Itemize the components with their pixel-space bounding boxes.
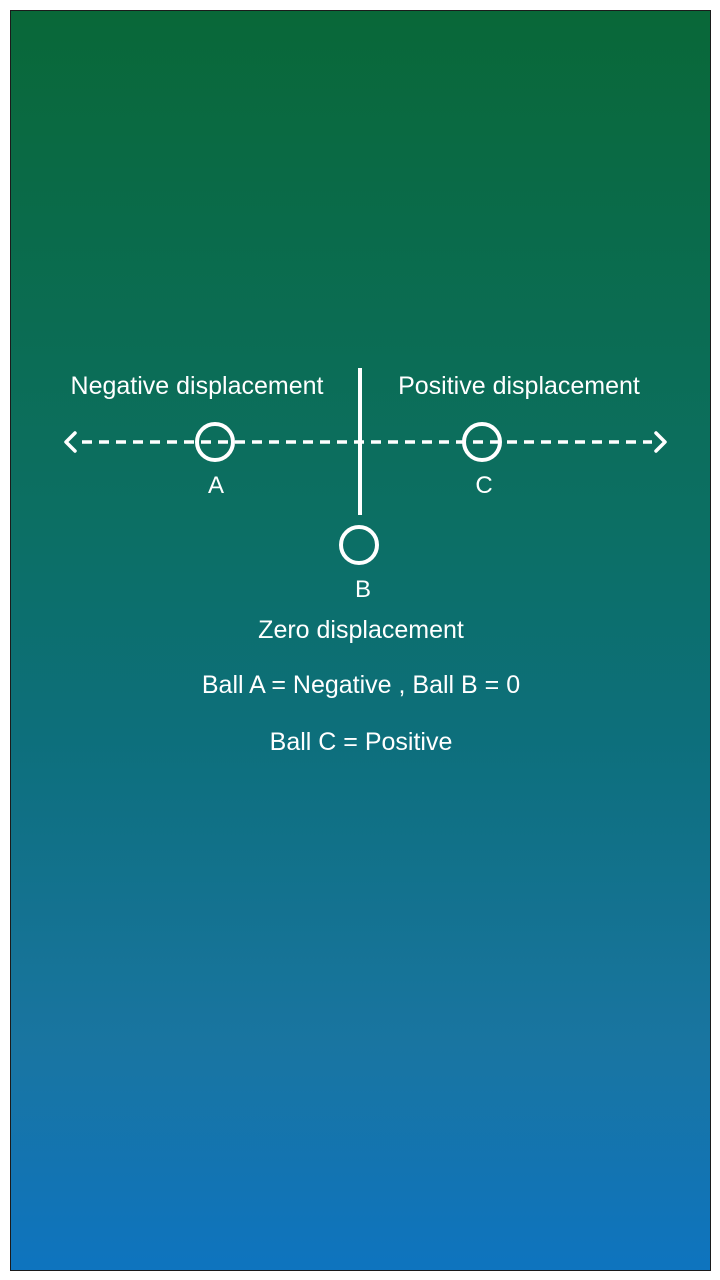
ball-a — [195, 422, 235, 462]
left-arrowhead-icon — [64, 431, 77, 453]
ball-c — [462, 422, 502, 462]
ball-b — [339, 525, 379, 565]
ball-b-label: B — [355, 576, 371, 603]
positive-label: Positive displacement — [398, 372, 640, 400]
negative-label: Negative displacement — [71, 372, 324, 400]
zero-label: Zero displacement — [258, 616, 464, 644]
right-arrowhead-icon — [654, 431, 667, 453]
ball-c-label: C — [475, 472, 492, 499]
result-line-1: Ball A = Negative , Ball B = 0 — [202, 671, 520, 699]
diagram-background — [10, 10, 711, 1271]
ball-a-label: A — [208, 472, 224, 499]
result-line-2: Ball C = Positive — [270, 728, 453, 756]
